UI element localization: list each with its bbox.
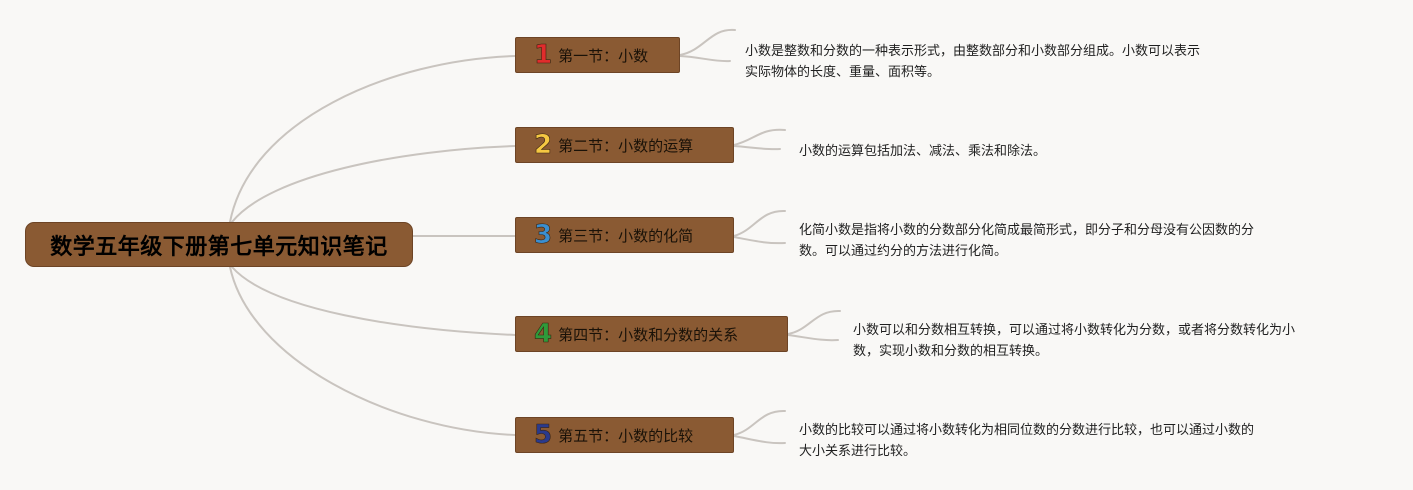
fork-line-3b <box>733 236 786 245</box>
fork-line-2b <box>733 145 781 151</box>
note-line: 化简小数是指将小数的分数部分化简成最简形式，即分子和分母没有公因数的分 <box>799 223 1255 238</box>
fork-line-4a <box>787 309 841 335</box>
note-line: 数。可以通过约分的方法进行化简。 <box>799 244 1008 259</box>
section-node-1[interactable]: 1 第一节：小数 <box>515 37 680 73</box>
note-line: 数，实现小数和分数的相互转换。 <box>853 344 1049 359</box>
fork-line-1b <box>679 55 731 63</box>
root-node[interactable]: 数学五年级下册第七单元知识笔记 <box>25 222 413 267</box>
section-note-3: 化简小数是指将小数的分数部分化简成最简形式，即分子和分母没有公因数的分 数。可以… <box>799 220 1254 262</box>
section-label-2: 第二节：小数的运算 <box>558 136 694 155</box>
branch-line-5 <box>229 266 516 436</box>
branch-line-4 <box>231 266 516 336</box>
section-label-5: 第五节：小数的比较 <box>558 426 694 445</box>
section-number-2: 2 <box>534 130 553 160</box>
section-number-1: 1 <box>534 40 553 70</box>
fork-line-4b <box>787 334 839 342</box>
section-node-2[interactable]: 2 第二节：小数的运算 <box>515 127 734 163</box>
fork-line-5b <box>733 435 786 445</box>
fork-line-5a <box>733 409 786 436</box>
section-note-1: 小数是整数和分数的一种表示形式，由整数部分和小数部分组成。小数可以表示 实际物体… <box>745 41 1200 83</box>
fork-line-3a <box>733 209 786 237</box>
note-line: 小数是整数和分数的一种表示形式，由整数部分和小数部分组成。小数可以表示 <box>745 44 1201 59</box>
note-line: 小数的运算包括加法、减法、乘法和除法。 <box>799 144 1047 159</box>
note-line: 小数的比较可以通过将小数转化为相同位数的分数进行比较，也可以通过小数的 <box>799 423 1255 438</box>
section-note-2: 小数的运算包括加法、减法、乘法和除法。 <box>799 141 1046 162</box>
note-line: 大小关系进行比较。 <box>799 444 917 459</box>
section-note-5: 小数的比较可以通过将小数转化为相同位数的分数进行比较，也可以通过小数的 大小关系… <box>799 420 1254 462</box>
note-line: 实际物体的长度、重量、面积等。 <box>745 65 941 80</box>
branch-line-2 <box>231 145 516 223</box>
section-node-5[interactable]: 5 第五节：小数的比较 <box>515 417 734 453</box>
fork-line-2a <box>733 128 786 146</box>
section-number-3: 3 <box>534 220 553 250</box>
section-label-4: 第四节：小数和分数的关系 <box>558 325 739 344</box>
branch-line-1 <box>229 55 516 223</box>
section-number-4: 4 <box>534 319 553 349</box>
section-note-4: 小数可以和分数相互转换，可以通过将小数转化为分数，或者将分数转化为小 数，实现小… <box>853 320 1295 362</box>
section-node-4[interactable]: 4 第四节：小数和分数的关系 <box>515 316 788 352</box>
note-line: 小数可以和分数相互转换，可以通过将小数转化为分数，或者将分数转化为小 <box>853 323 1296 338</box>
section-label-1: 第一节：小数 <box>558 46 649 65</box>
section-number-5: 5 <box>534 420 553 450</box>
fork-line-1a <box>679 28 736 56</box>
section-node-3[interactable]: 3 第三节：小数的化简 <box>515 217 734 253</box>
root-title: 数学五年级下册第七单元知识笔记 <box>50 234 388 260</box>
section-label-3: 第三节：小数的化简 <box>558 226 694 245</box>
